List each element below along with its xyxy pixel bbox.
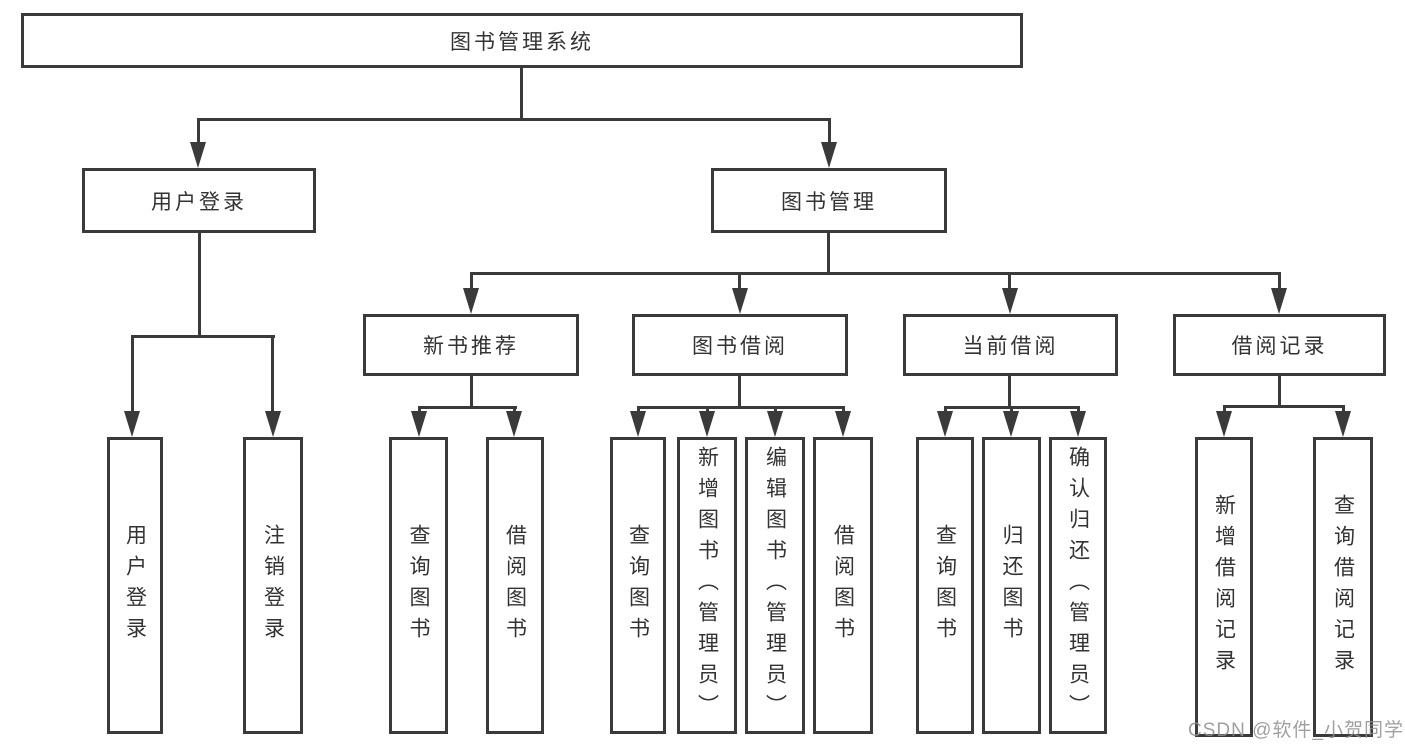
connector-line bbox=[271, 335, 274, 415]
node-label: 用户登录 bbox=[151, 190, 247, 214]
arrow-down-icon bbox=[821, 142, 837, 168]
node-label: 编辑图书（管理员） bbox=[763, 446, 787, 725]
connector-line bbox=[1008, 272, 1011, 294]
node-label: 新增借阅记录 bbox=[1212, 494, 1236, 680]
connector-line bbox=[827, 233, 830, 274]
connector-line bbox=[1008, 376, 1011, 408]
leaf-confirm-return-admin: 确认归还（管理员） bbox=[1049, 437, 1107, 734]
connector-line bbox=[418, 406, 517, 409]
arrow-down-icon bbox=[265, 411, 281, 437]
connector-line bbox=[470, 272, 1281, 275]
node-book-management: 图书管理 bbox=[711, 168, 947, 233]
connector-line bbox=[637, 406, 845, 409]
node-label: 查询图书 bbox=[407, 523, 431, 648]
arrow-down-icon bbox=[1216, 411, 1232, 437]
node-label: 新增图书（管理员） bbox=[695, 446, 719, 725]
connector-line bbox=[198, 233, 201, 336]
arrow-down-icon bbox=[1003, 411, 1019, 437]
arrow-down-icon bbox=[1271, 288, 1287, 314]
leaf-add-borrow-record: 新增借阅记录 bbox=[1195, 437, 1253, 737]
node-label: 查询借阅记录 bbox=[1331, 494, 1355, 680]
connector-line bbox=[197, 118, 200, 148]
node-book-borrowing: 图书借阅 bbox=[632, 314, 848, 376]
leaf-borrow-book-recommend: 借阅图书 bbox=[486, 437, 544, 734]
node-label: 注销登录 bbox=[261, 523, 285, 648]
leaf-query-book-borrowing: 查询图书 bbox=[610, 437, 666, 734]
arrow-down-icon bbox=[767, 411, 783, 437]
node-label: 新书推荐 bbox=[423, 335, 519, 358]
connector-line bbox=[1278, 376, 1281, 407]
leaf-return-book: 归还图书 bbox=[982, 437, 1041, 734]
node-label: 当前借阅 bbox=[962, 335, 1059, 358]
arrow-down-icon bbox=[124, 411, 140, 437]
leaf-logout: 注销登录 bbox=[243, 437, 303, 734]
node-label: 图书管理 bbox=[781, 190, 877, 214]
node-label: 图书借阅 bbox=[692, 335, 788, 358]
node-current-borrowing: 当前借阅 bbox=[903, 314, 1118, 376]
node-label: 借阅图书 bbox=[831, 523, 855, 648]
connector-line bbox=[738, 376, 741, 408]
connector-line bbox=[520, 68, 523, 118]
leaf-query-book-current: 查询图书 bbox=[916, 437, 974, 734]
arrow-down-icon bbox=[630, 411, 646, 437]
connector-line bbox=[1223, 405, 1345, 408]
leaf-borrow-book: 借阅图书 bbox=[813, 437, 873, 734]
arrow-down-icon bbox=[732, 288, 748, 314]
node-label: 查询图书 bbox=[933, 523, 957, 648]
arrow-down-icon bbox=[411, 411, 427, 437]
node-label: 查询图书 bbox=[626, 523, 650, 648]
connector-line bbox=[197, 118, 831, 121]
arrow-down-icon bbox=[506, 411, 522, 437]
leaf-user-login: 用户登录 bbox=[107, 437, 163, 734]
node-label: 确认归还（管理员） bbox=[1066, 446, 1090, 725]
arrow-down-icon bbox=[463, 288, 479, 314]
connector-line bbox=[1278, 272, 1281, 294]
node-new-book-recommend: 新书推荐 bbox=[363, 314, 579, 376]
arrow-down-icon bbox=[1002, 288, 1018, 314]
arrow-down-icon bbox=[190, 142, 206, 168]
connector-line bbox=[828, 118, 831, 148]
node-user-login: 用户登录 bbox=[82, 168, 316, 233]
arrow-down-icon bbox=[1070, 411, 1086, 437]
leaf-edit-book-admin: 编辑图书（管理员） bbox=[745, 437, 805, 734]
watermark: CSDN @软件_小贺同学 bbox=[1188, 720, 1404, 741]
connector-line bbox=[131, 335, 134, 415]
node-label: 借阅图书 bbox=[503, 523, 527, 648]
leaf-query-borrow-record: 查询借阅记录 bbox=[1313, 437, 1373, 737]
node-label: 归还图书 bbox=[1000, 523, 1024, 648]
connector-line bbox=[738, 272, 741, 294]
node-label: 借阅记录 bbox=[1231, 335, 1328, 358]
node-label: 用户登录 bbox=[123, 523, 147, 648]
leaf-add-book-admin: 新增图书（管理员） bbox=[677, 437, 737, 734]
node-label: 图书管理系统 bbox=[450, 30, 594, 54]
leaf-query-book-recommend: 查询图书 bbox=[389, 437, 448, 734]
arrow-down-icon bbox=[835, 411, 851, 437]
connector-line bbox=[470, 376, 473, 408]
connector-line bbox=[131, 335, 275, 338]
node-borrowing-records: 借阅记录 bbox=[1173, 314, 1386, 376]
arrow-down-icon bbox=[1335, 411, 1351, 437]
node-library-system: 图书管理系统 bbox=[21, 13, 1023, 68]
connector-line bbox=[470, 272, 473, 294]
arrow-down-icon bbox=[699, 411, 715, 437]
arrow-down-icon bbox=[937, 411, 953, 437]
